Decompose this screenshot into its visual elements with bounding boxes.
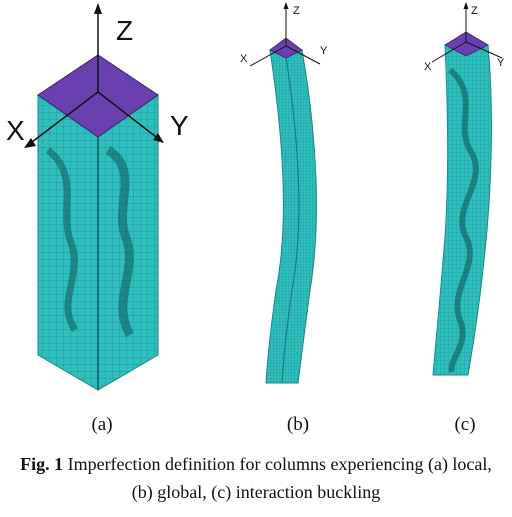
- panel-a-column: [37, 54, 159, 391]
- panel-c-axis-z: Z: [471, 5, 478, 17]
- panel-b-column: [265, 37, 317, 384]
- panel-a-axes: Z X Y: [6, 3, 189, 148]
- panel-a-buckle-wave-right: [105, 146, 135, 338]
- panel-b-axis-y: Y: [320, 45, 328, 57]
- panel-a-axis-x: X: [6, 115, 25, 146]
- panel-c-label: (c): [454, 414, 476, 435]
- panel-c-column: [432, 31, 492, 376]
- panel-b-label: (b): [286, 414, 310, 435]
- panel-c-axis-x: X: [424, 61, 432, 73]
- panel-c-axis-y: Y: [497, 57, 505, 69]
- panel-c-top-cap: [444, 31, 489, 57]
- caption-line-1: Fig. 1 Imperfection definition for colum…: [0, 450, 512, 478]
- caption-line-2: (b) global, (c) interaction buckling: [131, 482, 381, 502]
- panel-b-axis-z: Z: [293, 5, 300, 17]
- panel-b-body: [265, 49, 317, 384]
- panel-a-buckle-wave-left: [45, 147, 79, 332]
- panel-c-axes: Z X Y: [424, 2, 505, 73]
- panel-a-label: (a): [91, 414, 113, 435]
- panel-c-buckle-wave: [447, 67, 479, 373]
- panel-a-axis-z: Z: [116, 15, 133, 46]
- panel-b-axes: Z X Y: [240, 2, 328, 67]
- panel-b-axis-x: X: [240, 53, 248, 65]
- figure-caption: Fig. 1 Imperfection definition for colum…: [0, 450, 512, 506]
- panel-b-top-cap: [269, 37, 303, 59]
- panel-a-top-cap: [37, 54, 159, 138]
- caption-text-1: Imperfection definition for columns expe…: [63, 454, 492, 474]
- panel-a-axis-y: Y: [170, 110, 189, 141]
- caption-prefix: Fig. 1: [20, 454, 64, 474]
